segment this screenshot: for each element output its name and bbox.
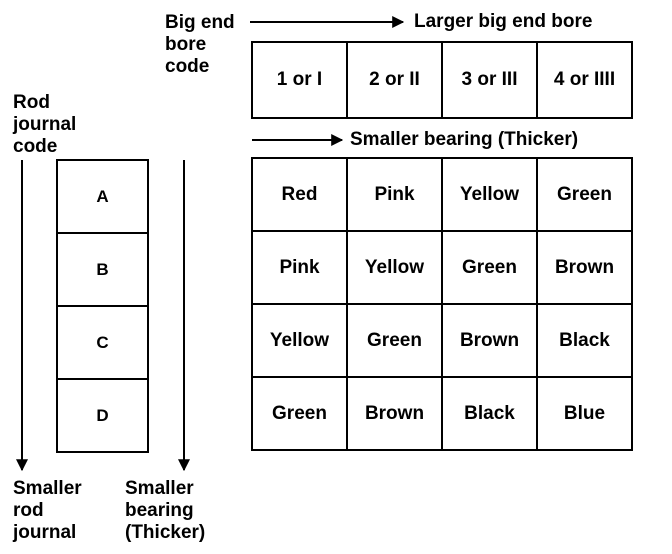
bearing-color-cell: Yellow (269, 329, 330, 351)
bearing-color-cell: Yellow (459, 183, 520, 205)
smaller-bearing-top-label: Smaller bearing (Thicker) (350, 129, 579, 150)
bearing-color-cell: Blue (563, 402, 606, 424)
bore-code-grid (251, 41, 633, 119)
journal-code-grid (56, 159, 149, 453)
bearing-color-cell: Pink (374, 183, 415, 205)
bearing-color-cell: Green (557, 183, 612, 205)
bearing-color-grid (251, 157, 633, 451)
bearing-color-cell: Red (281, 183, 318, 205)
big-end-bore-code-label: Big end bore code (165, 12, 235, 77)
bearing-color-cell: Green (462, 256, 517, 278)
bearing-color-cell: Pink (279, 256, 320, 278)
bearing-color-cell: Yellow (364, 256, 425, 278)
bearing-color-cell: Black (559, 329, 610, 351)
bearing-color-cell: Black (464, 402, 515, 424)
bearing-color-cell: Brown (459, 329, 520, 351)
bearing-color-cell: Green (272, 402, 327, 424)
smaller-rod-journal-label: Smaller rod journal (13, 478, 82, 543)
larger-bore-label: Larger big end bore (414, 11, 593, 32)
journal-code-cell: D (96, 405, 109, 425)
rod-journal-code-label: Rod journal code (13, 92, 77, 157)
bore-code-cell: 4 or IIII (553, 69, 616, 90)
journal-code-cell: C (96, 332, 109, 352)
smaller-bearing-bottom-label: Smaller bearing (Thicker) (125, 478, 206, 543)
bore-code-cell: 3 or III (461, 69, 518, 90)
journal-code-cell: A (96, 186, 109, 206)
journal-code-cell: B (96, 259, 109, 279)
bore-code-cell: 1 or I (276, 69, 323, 90)
bearing-color-cell: Brown (364, 402, 425, 424)
bearing-color-cell: Green (367, 329, 422, 351)
bore-code-cell: 2 or II (369, 69, 420, 90)
bearing-color-cell: Brown (554, 256, 615, 278)
